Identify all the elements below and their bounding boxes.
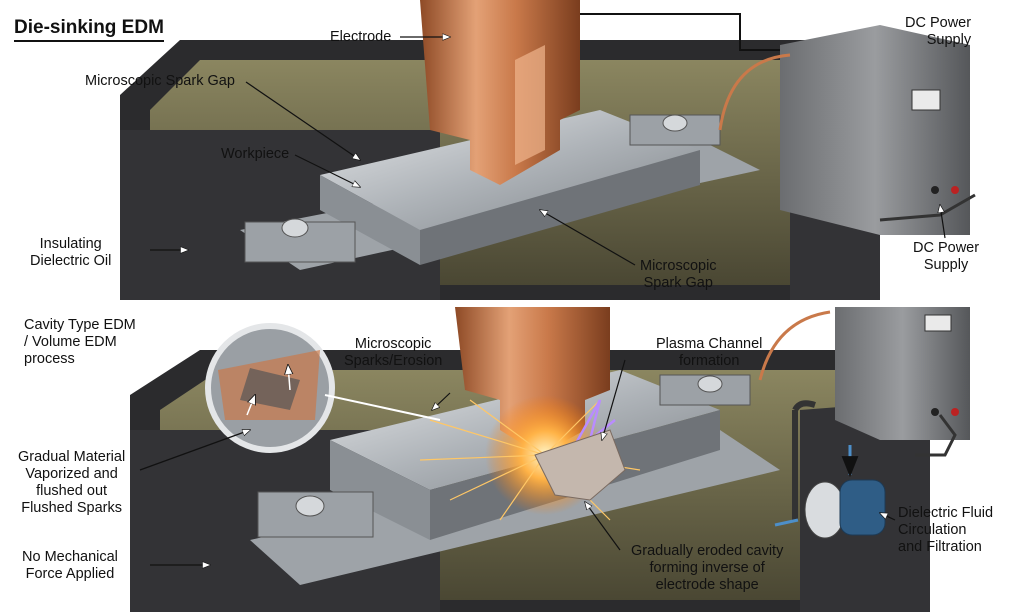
plasma-channel: [573, 399, 616, 446]
label-gradually-eroded-cavity: Gradually eroded cavity forming inverse …: [631, 543, 784, 593]
label-no-mechanical-force: No Mechanical Force Applied: [22, 549, 118, 582]
label-insulating-dielectric-oil: Insulating Dielectric Oil: [30, 236, 112, 269]
panel-divider: [0, 304, 1024, 307]
circulation-pump: [839, 479, 886, 536]
label-dc-power-supply-bottom: DC Power Supply: [913, 240, 980, 273]
top-panel: [120, 0, 976, 300]
label-electrode: Electrode: [330, 29, 392, 45]
label-dielectric-fluid-circulation: Dielectric Fluid Circulation and Filtrat…: [898, 505, 994, 555]
eroded-cavity: [534, 429, 626, 501]
diagram-title: Die-sinking EDM: [14, 17, 164, 42]
dc-power-cabinet: [780, 25, 970, 235]
label-gradual-material: Gradual Material Vaporized and flushed o…: [18, 449, 126, 516]
label-microscopic-sparks-erosion: Microscopic Sparks/Erosion: [344, 336, 443, 369]
filter-cartridge: [804, 481, 846, 539]
label-plasma-channel: Plasma Channel formation: [656, 336, 763, 369]
bottom-panel: [130, 307, 970, 612]
label-cavity-type-edm: Cavity Type EDM / Volume EDM process: [24, 317, 136, 367]
label-dc-power-supply-top: DC Power Supply: [905, 15, 972, 48]
label-microscopic-spark-gap-bottom: Microscopic Spark Gap: [640, 258, 717, 291]
label-workpiece: Workpiece: [221, 146, 290, 162]
dc-power-cabinet-bottom: [835, 307, 970, 440]
power-meter: [911, 89, 941, 111]
label-microscopic-spark-gap-top: Microscopic Spark Gap: [85, 73, 235, 89]
